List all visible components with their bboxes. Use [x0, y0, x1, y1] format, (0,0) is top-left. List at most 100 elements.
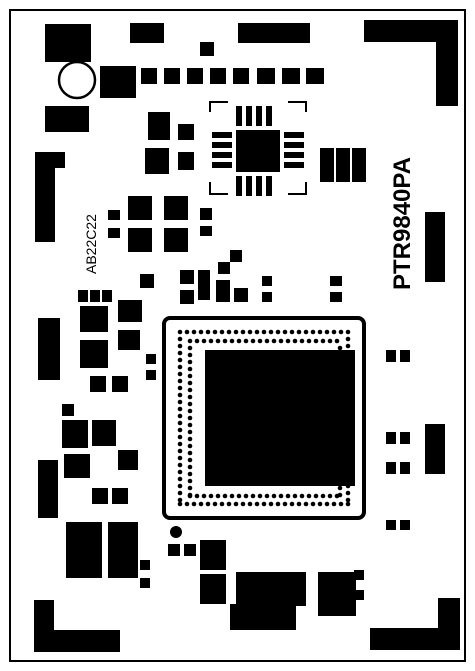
- bga-ball: [187, 492, 193, 498]
- bga-ball: [331, 501, 337, 507]
- bga-ball: [327, 338, 333, 344]
- bga-ball: [337, 464, 343, 470]
- bga-ball: [345, 378, 351, 384]
- bga-ball: [345, 497, 351, 503]
- bga-ball: [337, 380, 343, 386]
- part-number-label: PTR9840PA: [389, 157, 416, 290]
- bga-ball: [247, 501, 253, 507]
- bga-ball: [299, 493, 305, 499]
- bga-ball: [187, 429, 193, 435]
- bga-ball: [184, 329, 190, 335]
- bga-ball: [337, 478, 343, 484]
- bga-ball: [177, 476, 183, 482]
- bga-ball: [212, 501, 218, 507]
- bga-ball: [345, 343, 351, 349]
- bga-ball: [292, 338, 298, 344]
- pad-top-2: [130, 23, 164, 43]
- bga-ball: [254, 329, 260, 335]
- bga-ball: [282, 329, 288, 335]
- led-outline: [57, 60, 97, 100]
- bga-ball: [187, 457, 193, 463]
- bga-ball: [243, 493, 249, 499]
- bga-ball: [187, 338, 193, 344]
- bga-ball: [236, 338, 242, 344]
- bga-ball: [226, 501, 232, 507]
- bga-ball: [184, 501, 190, 507]
- bga-ball: [201, 338, 207, 344]
- bga-ball: [320, 493, 326, 499]
- large-pad-1: [45, 24, 91, 62]
- bga-ball: [215, 493, 221, 499]
- bga-ball: [324, 501, 330, 507]
- pad-top-3: [238, 23, 310, 43]
- bga-ball: [177, 497, 183, 503]
- bga-ball: [177, 364, 183, 370]
- board-outline: [9, 9, 466, 662]
- bga-ball: [177, 483, 183, 489]
- bga-ball: [219, 501, 225, 507]
- bga-ball: [191, 329, 197, 335]
- bga-ball: [345, 462, 351, 468]
- bga-ball: [233, 329, 239, 335]
- bga-ball: [337, 457, 343, 463]
- large-pad-2: [45, 106, 89, 132]
- bga-ball: [187, 485, 193, 491]
- bga-ball: [187, 436, 193, 442]
- bga-ball: [187, 373, 193, 379]
- bga-ball: [268, 329, 274, 335]
- bga-ball: [285, 338, 291, 344]
- bga-ball: [345, 501, 351, 507]
- bga-ball: [229, 493, 235, 499]
- corner-mark-left-upper: [35, 152, 55, 242]
- bga-ball: [337, 415, 343, 421]
- bga-ball: [177, 413, 183, 419]
- bga-ball: [306, 338, 312, 344]
- bga-ball: [338, 501, 344, 507]
- bga-ball: [187, 443, 193, 449]
- bga-ball: [208, 338, 214, 344]
- bga-ball: [177, 448, 183, 454]
- bga-ball: [345, 455, 351, 461]
- bga-ball: [337, 394, 343, 400]
- bga-ball: [264, 493, 270, 499]
- bga-ball: [187, 345, 193, 351]
- bga-ball: [345, 336, 351, 342]
- bga-ball: [337, 471, 343, 477]
- left-mid-cluster: [38, 290, 156, 518]
- bga-ball: [187, 478, 193, 484]
- bga-ball: [337, 401, 343, 407]
- bga-ball: [268, 501, 274, 507]
- bga-ball: [337, 373, 343, 379]
- bga-ball: [345, 441, 351, 447]
- bga-ball: [313, 493, 319, 499]
- bga-ball: [177, 420, 183, 426]
- bga-ball: [201, 493, 207, 499]
- bga-ball: [177, 343, 183, 349]
- bottom-left-cluster: [66, 522, 226, 604]
- bga-ball: [345, 406, 351, 412]
- bga-ball: [345, 329, 351, 335]
- bga-ball: [303, 501, 309, 507]
- bga-ball: [345, 364, 351, 370]
- bga-ball: [257, 338, 263, 344]
- bga-ball: [240, 329, 246, 335]
- bga-chip: [162, 316, 366, 520]
- bga-ball: [177, 371, 183, 377]
- bga-ball: [310, 501, 316, 507]
- bga-ball: [282, 501, 288, 507]
- bga-ball: [177, 434, 183, 440]
- bga-ball: [187, 380, 193, 386]
- bga-ball: [345, 392, 351, 398]
- bga-ball: [205, 501, 211, 507]
- left-cluster: [108, 112, 212, 252]
- bga-ball: [254, 501, 260, 507]
- bga-ball: [187, 450, 193, 456]
- bga-ball: [303, 329, 309, 335]
- bga-ball: [275, 329, 281, 335]
- top-components: [45, 23, 310, 132]
- bga-ball: [222, 338, 228, 344]
- bga-ball: [187, 394, 193, 400]
- bga-ball: [337, 366, 343, 372]
- bga-ball: [337, 422, 343, 428]
